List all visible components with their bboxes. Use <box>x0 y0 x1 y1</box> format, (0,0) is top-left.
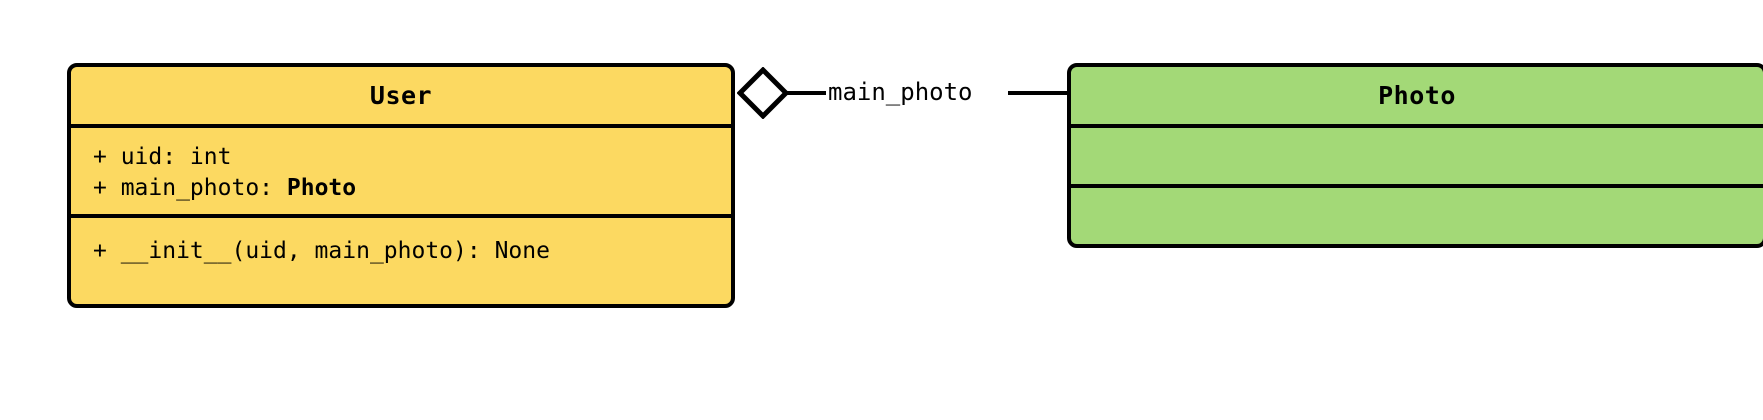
class-methods-compartment-user: + __init__(uid, main_photo): None <box>71 214 731 304</box>
attribute-label: + main_photo: <box>93 175 287 201</box>
class-box-user[interactable]: User + uid: int + main_photo: Photo + __… <box>67 63 735 308</box>
class-title-compartment-photo: Photo <box>1071 67 1763 124</box>
class-name-photo: Photo <box>1378 81 1456 110</box>
attribute-row: + main_photo: Photo <box>93 173 731 204</box>
association-label: main_photo <box>826 78 975 106</box>
class-title-compartment-user: User <box>71 67 731 124</box>
association-line-left <box>787 91 827 95</box>
attribute-list-user: + uid: int + main_photo: Photo <box>71 128 731 204</box>
aggregation-diamond-icon <box>737 67 789 119</box>
attribute-row: + uid: int <box>93 144 232 170</box>
attribute-list-photo <box>1071 128 1763 142</box>
attribute-type-ref: Photo <box>286 175 357 201</box>
class-attributes-compartment-photo <box>1071 124 1763 184</box>
class-box-photo[interactable]: Photo <box>1067 63 1763 248</box>
class-attributes-compartment-user: + uid: int + main_photo: Photo <box>71 124 731 214</box>
method-row: + __init__(uid, main_photo): None <box>93 238 550 264</box>
association-line-right <box>1008 91 1069 95</box>
method-list-photo <box>1071 188 1763 206</box>
method-list-user: + __init__(uid, main_photo): None <box>71 218 731 267</box>
class-methods-compartment-photo <box>1071 184 1763 244</box>
class-name-user: User <box>369 81 433 110</box>
